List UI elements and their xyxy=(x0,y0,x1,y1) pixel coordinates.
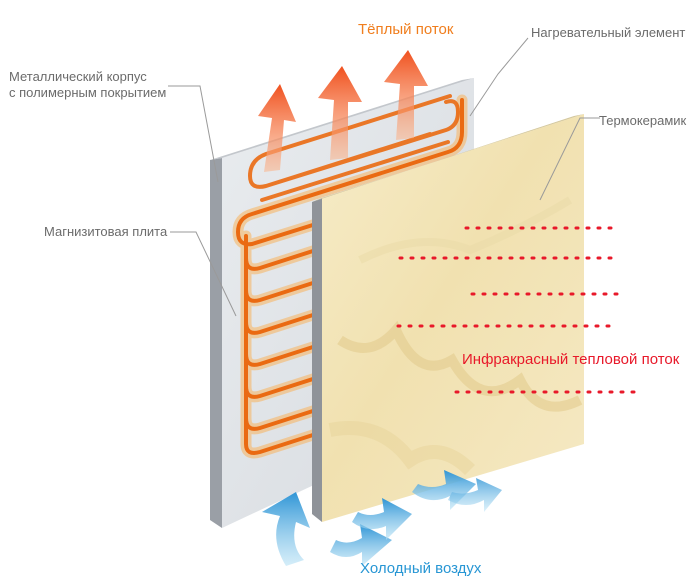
infrared-rays xyxy=(396,226,642,394)
cold-air-arrow-icon xyxy=(262,492,310,566)
infrared-flow-label: Инфракрасный тепловой поток xyxy=(462,351,680,368)
cold-air-arrow-icon xyxy=(448,478,502,512)
metal-case-label-line1: Металлический корпус xyxy=(9,69,147,84)
magnesite-plate-label: Магнизитовая плита xyxy=(44,224,168,239)
thermoceramic-label: Термокерамик xyxy=(599,113,687,128)
cold-air-arrow-icon xyxy=(352,498,412,540)
warm-air-arrows xyxy=(258,50,428,172)
cold-air-arrows xyxy=(262,470,502,566)
heating-element-label: Нагревательный элемент xyxy=(531,25,686,40)
thermoceramic-panel xyxy=(312,114,584,522)
leader-lines xyxy=(168,37,600,317)
cold-air-label: Холодный воздух xyxy=(360,560,482,577)
warm-air-arrow-icon xyxy=(384,50,428,140)
cold-air-arrow-icon xyxy=(330,524,392,566)
warm-air-arrow-icon xyxy=(258,84,296,172)
heating-coil-icon xyxy=(232,94,468,459)
metal-case-label-line2: с полимерным покрытием xyxy=(9,85,167,100)
warm-flow-label: Тёплый поток xyxy=(358,21,454,38)
warm-air-arrow-icon xyxy=(318,66,362,160)
